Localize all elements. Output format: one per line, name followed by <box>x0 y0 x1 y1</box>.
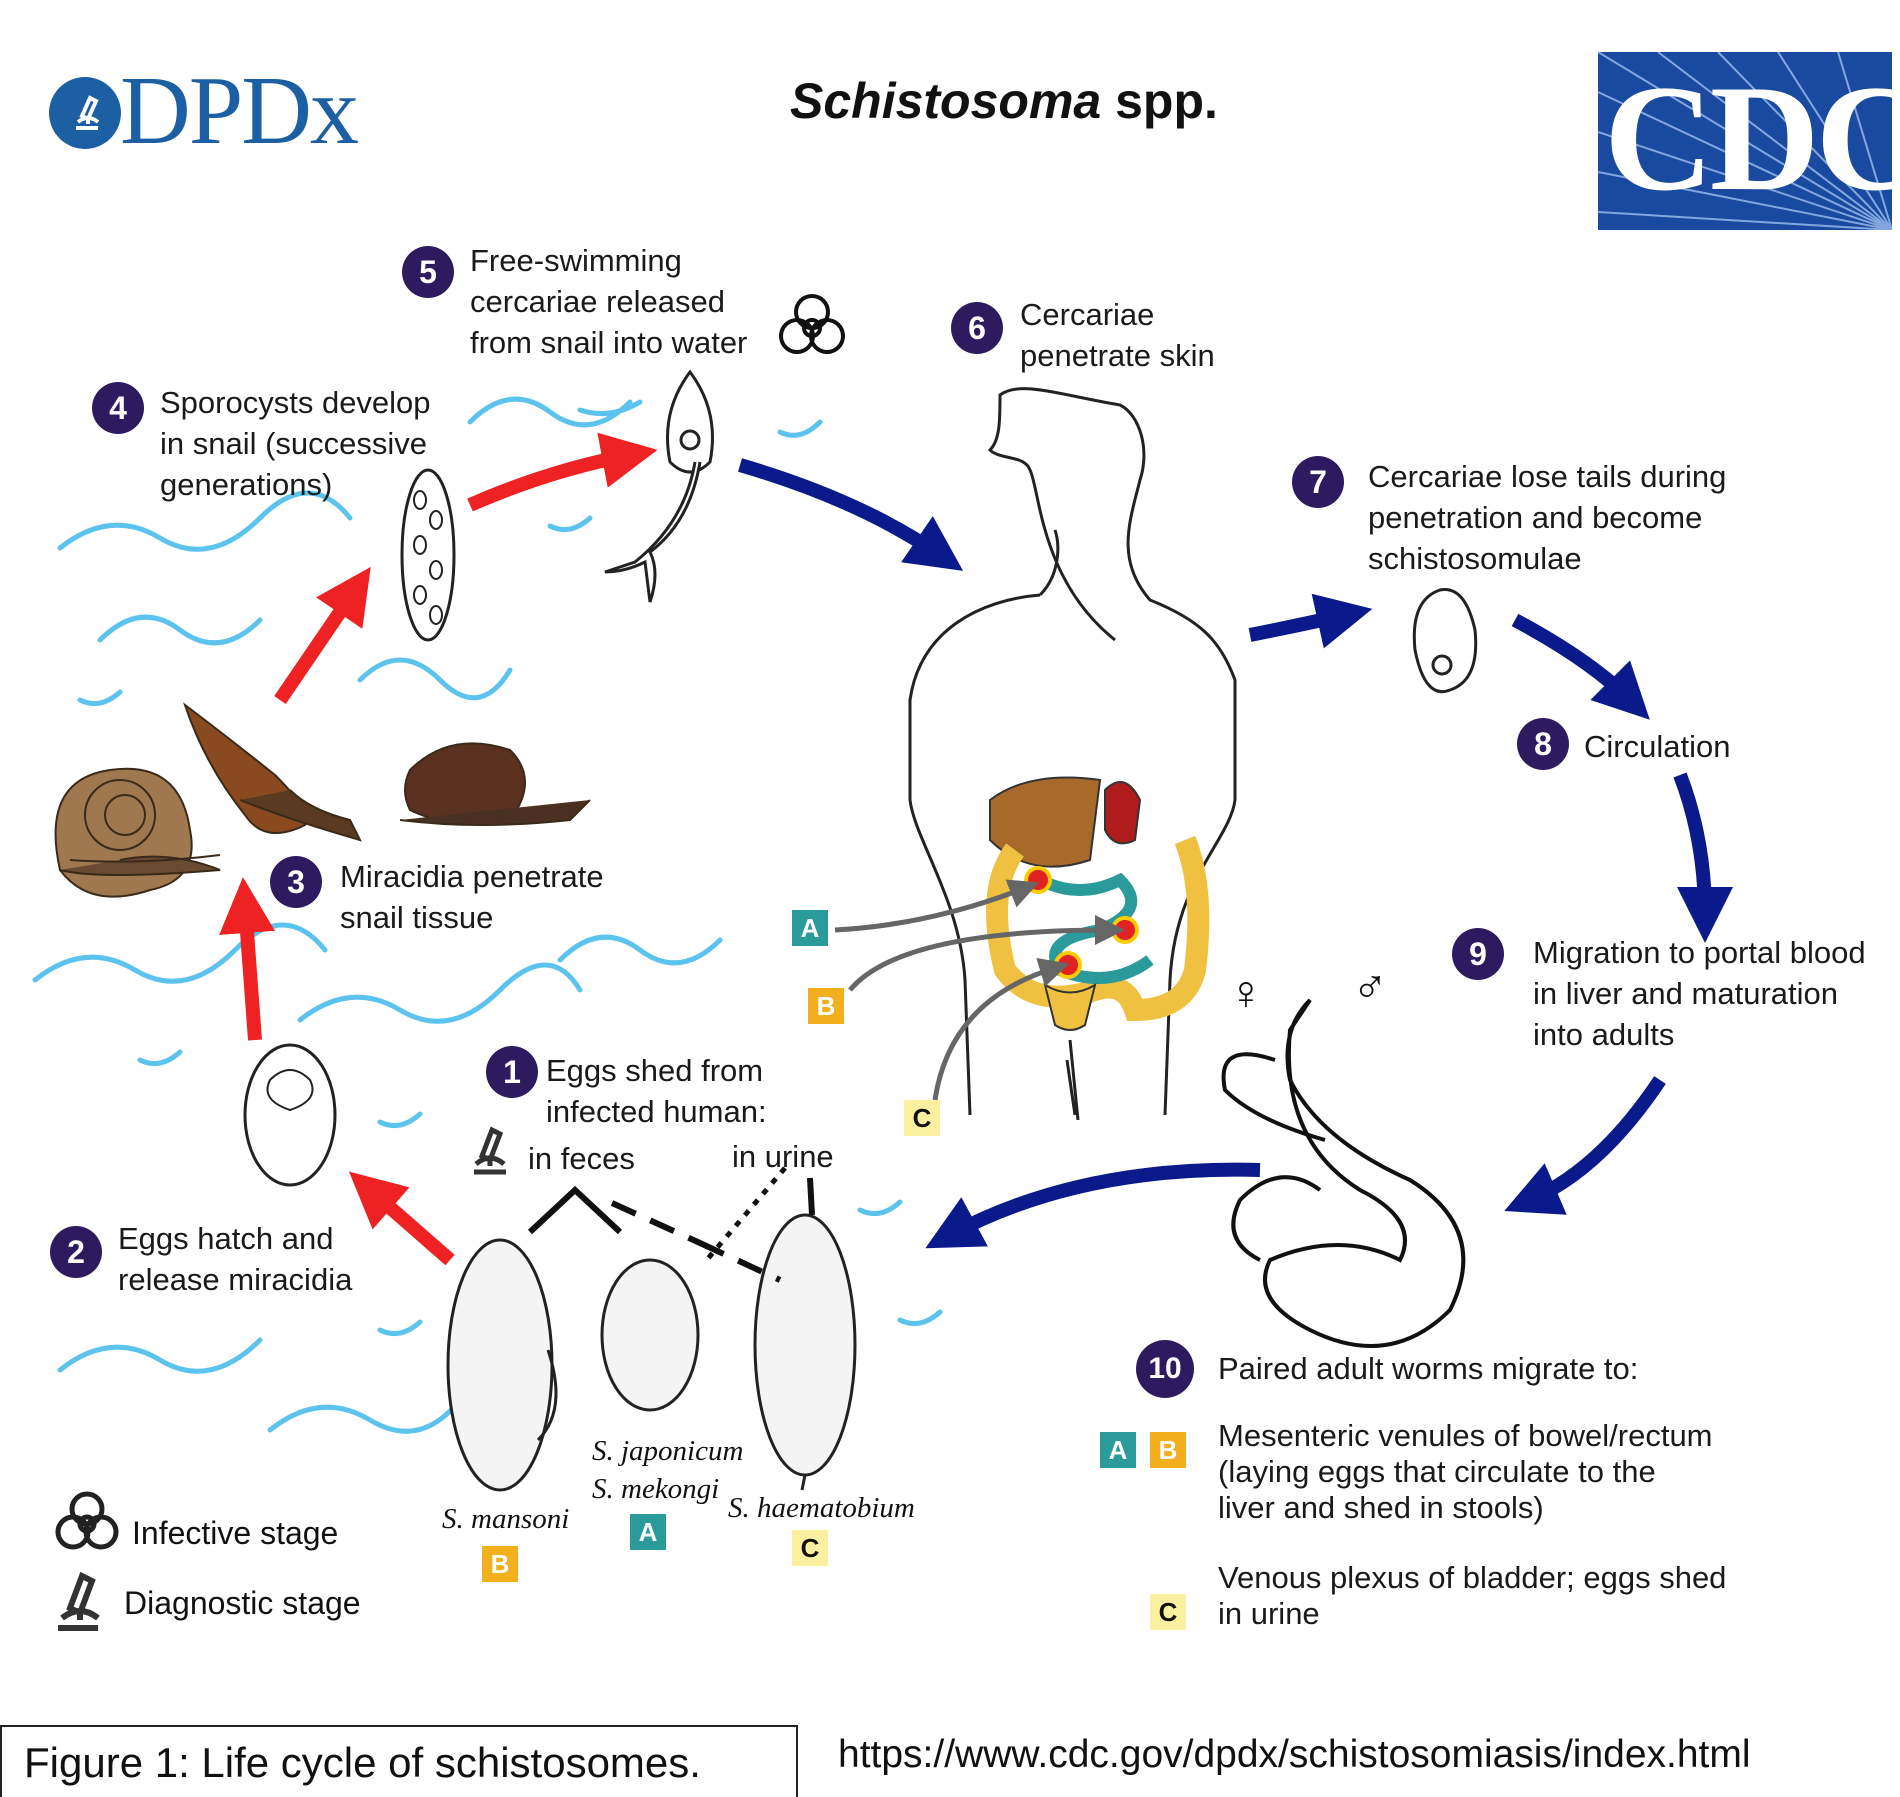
in-urine-label: in urine <box>732 1136 834 1177</box>
step-10-number: 10 <box>1136 1340 1194 1398</box>
destination-badge-a: A <box>1100 1432 1136 1468</box>
step-7-number: 7 <box>1292 456 1344 508</box>
step-5-number: 5 <box>402 246 454 298</box>
figure-caption: Figure 1: Life cycle of schistosomes. <box>24 1735 701 1791</box>
step-9-number: 9 <box>1452 928 1504 980</box>
biohazard-icon <box>781 296 843 352</box>
organ-badge-b: B <box>808 988 844 1024</box>
male-symbol: ♂ <box>1352 960 1388 1015</box>
species-mansoni: S. mansoni <box>442 1503 569 1536</box>
source-url[interactable]: https://www.cdc.gov/dpdx/schistosomiasis… <box>838 1733 1751 1777</box>
biohazard-icon <box>52 1486 122 1556</box>
female-symbol: ♀ <box>1228 966 1264 1021</box>
step-3-number: 3 <box>270 856 322 908</box>
legend-diagnostic-stage: Diagnostic stage <box>124 1585 361 1622</box>
cercaria-drawing <box>605 372 713 602</box>
destination-badge-c: C <box>1150 1594 1186 1630</box>
species-haematobium: S. haematobium <box>728 1492 915 1525</box>
schistosomulum-drawing <box>1414 590 1475 692</box>
step-6-number: 6 <box>951 302 1003 354</box>
internal-organs <box>990 778 1198 1031</box>
miracidium-drawing <box>245 1045 335 1185</box>
step-2-number: 2 <box>50 1226 102 1278</box>
organ-badge-c: C <box>904 1100 940 1136</box>
figure-caption-box: Figure 1: Life cycle of schistosomes. <box>0 1725 798 1797</box>
step-1-number: 1 <box>486 1046 538 1098</box>
destination-mesenteric: Mesenteric venules of bowel/rectum(layin… <box>1218 1418 1713 1526</box>
species-badge-c: C <box>792 1530 828 1566</box>
legend-infective-stage: Infective stage <box>132 1515 338 1552</box>
microscope-icon <box>468 1122 512 1178</box>
step-8-number: 8 <box>1517 718 1569 770</box>
in-feces-label: in feces <box>528 1138 635 1179</box>
species-badge-a: A <box>630 1514 666 1550</box>
step-8-label: Circulation <box>1584 726 1730 767</box>
blue-arrows <box>740 465 1705 1235</box>
step-4-number: 4 <box>92 382 144 434</box>
organ-badge-a: A <box>792 910 828 946</box>
species-badge-b: B <box>482 1546 518 1582</box>
microscope-icon <box>52 1564 108 1634</box>
step-10-label: Paired adult worms migrate to: <box>1218 1348 1638 1389</box>
destination-badge-b: B <box>1150 1432 1186 1468</box>
